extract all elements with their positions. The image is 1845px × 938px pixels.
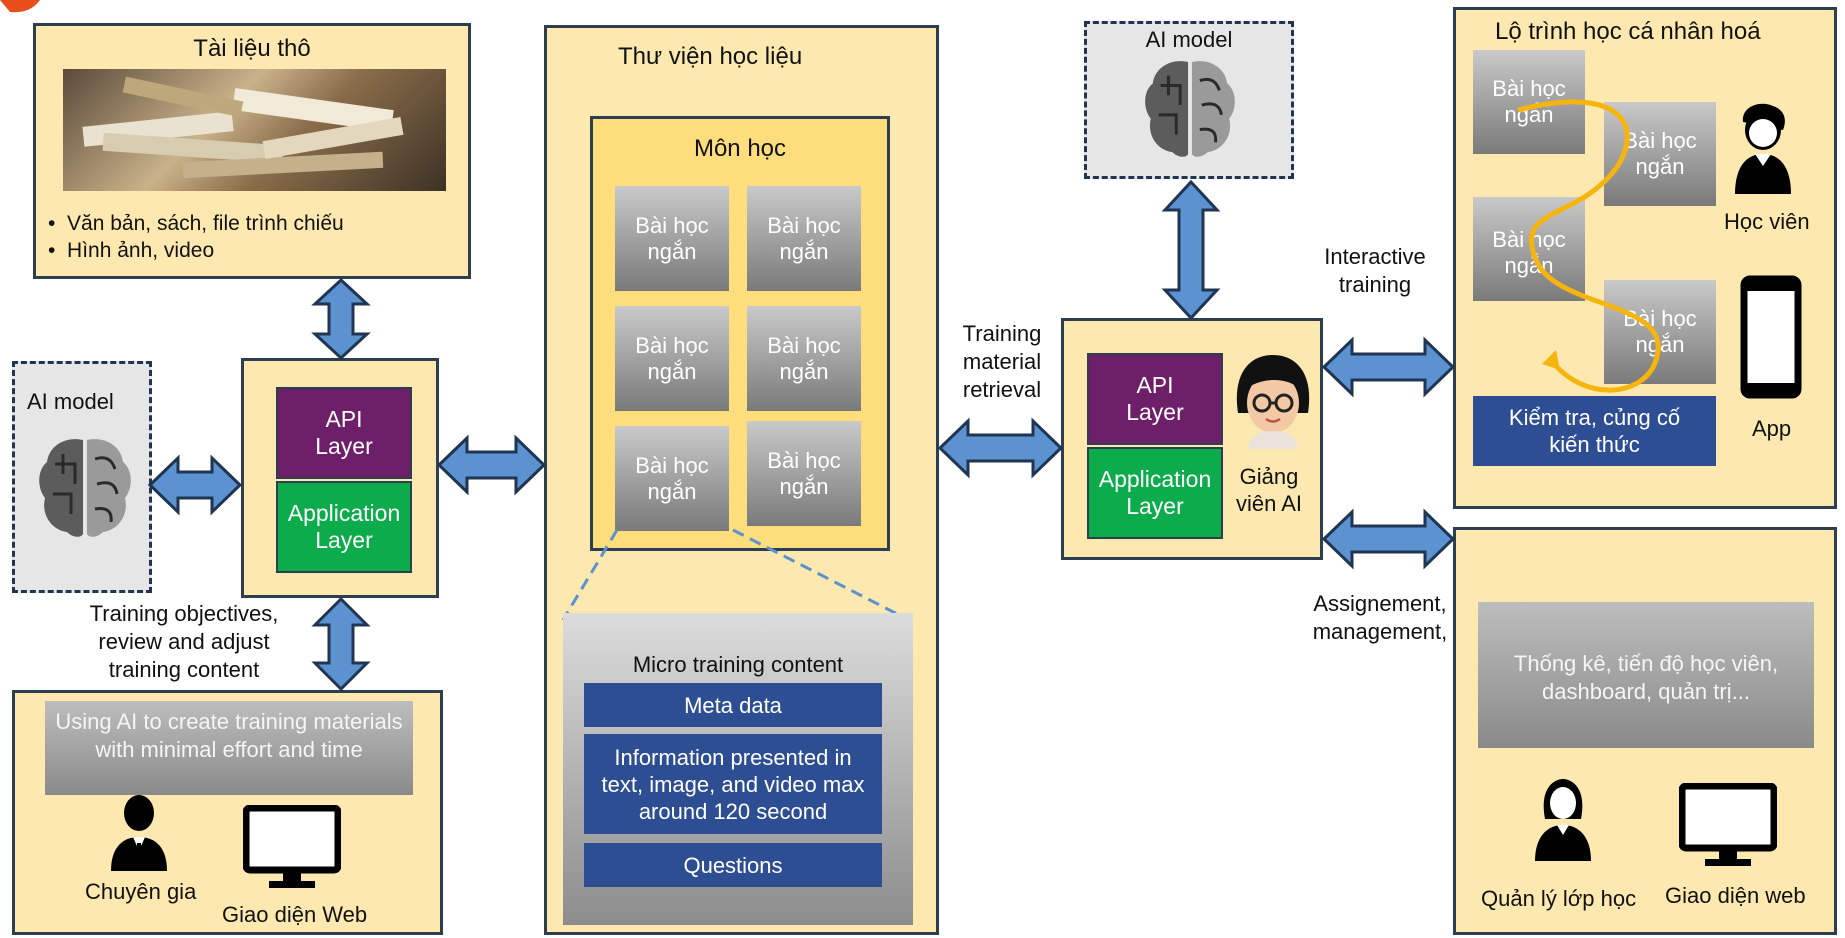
ai-model-left: AI model xyxy=(12,361,152,593)
manager-label: Quản lý lớp học xyxy=(1481,886,1637,911)
arrow-ai-teacher xyxy=(1161,179,1221,321)
lesson-tile: Bài học ngắn xyxy=(615,426,729,531)
path-title: Lộ trình học cá nhân hoá xyxy=(1495,18,1761,45)
training-objectives-caption: Training objectives, review and adjust t… xyxy=(89,601,279,682)
expert-label: Chuyên gia xyxy=(85,879,197,904)
api-layer-right: API Layer xyxy=(1087,353,1223,445)
retrieval-label: Training material retrieval xyxy=(962,321,1042,402)
arrow-teacher-admin xyxy=(1321,508,1456,570)
raw-docs-panel: Tài liệu thô • Văn bản, sách, file trình… xyxy=(33,23,471,279)
arrow-ai-layers xyxy=(147,454,243,516)
admin-panel: Thống kê, tiến độ học viên, dashboard, q… xyxy=(1453,527,1837,935)
application-layer-left: Application Layer xyxy=(276,481,412,573)
ai-model-left-label: AI model xyxy=(27,389,114,414)
check-box: Kiểm tra, củng cố kiến thức xyxy=(1473,396,1716,466)
logo-mark xyxy=(0,0,40,14)
web-label-right: Giao diện web xyxy=(1665,883,1806,908)
learning-path-panel: Lộ trình học cá nhân hoá Bài học ngắn Bà… xyxy=(1453,7,1837,509)
ai-model-top: AI model xyxy=(1084,21,1294,179)
questions-box: Questions xyxy=(584,843,882,887)
raw-docs-bullets: • Văn bản, sách, file trình chiếu • Hình… xyxy=(48,210,344,264)
arrow-teacher-path xyxy=(1321,336,1456,398)
lesson-tile: Bài học ngắn xyxy=(747,421,861,526)
subject-title: Môn học xyxy=(693,135,787,162)
bullet-item: • Hình ảnh, video xyxy=(48,239,215,262)
lesson-tile: Bài học ngắn xyxy=(615,306,729,411)
expert-gray-box xyxy=(45,701,413,795)
bullet-item: • Văn bản, sách, file trình chiếu xyxy=(48,212,344,235)
micro-content-box: Micro training content Meta data Informa… xyxy=(563,613,913,925)
documents-photo xyxy=(63,69,446,191)
ai-teacher-label: Giảng viên AI xyxy=(1235,464,1303,516)
admin-gray-box xyxy=(1478,602,1814,748)
phone-icon xyxy=(1740,275,1802,399)
learning-path-curve xyxy=(1517,99,1661,393)
student-label: Học viên xyxy=(1724,209,1810,234)
lesson-tile: Bài học ngắn xyxy=(747,306,861,411)
expert-panel: Using AI to create training materials wi… xyxy=(12,690,443,935)
application-layer-right: Application Layer xyxy=(1087,447,1223,539)
expert-gray-text: Using AI to create training materials wi… xyxy=(55,709,403,762)
arrow-layers-expert xyxy=(311,596,371,692)
brain-icon xyxy=(1141,56,1239,162)
interactive-label: Interactive training xyxy=(1324,244,1426,297)
info-box: Information presented in text, image, an… xyxy=(584,734,882,834)
app-label: App xyxy=(1752,416,1792,441)
avatar-icon xyxy=(1232,353,1314,449)
arrow-library-teacher xyxy=(937,417,1064,479)
zoom-dashed-lines xyxy=(561,528,910,622)
left-layers-box: API Layer Application Layer xyxy=(241,358,439,598)
monitor-icon xyxy=(243,805,341,891)
library-panel: Thư viện học liệu Môn học Bài học ngắn B… xyxy=(544,25,939,935)
meta-data-box: Meta data xyxy=(584,683,882,727)
library-title: Thư viện học liệu xyxy=(618,43,803,70)
raw-docs-title: Tài liệu thô xyxy=(193,35,311,62)
lesson-tile: Bài học ngắn xyxy=(615,186,729,291)
admin-gray-text: Thống kê, tiến độ học viên, dashboard, q… xyxy=(1513,651,1779,704)
web-label-left: Giao diện Web xyxy=(222,902,368,927)
micro-title: Micro training content xyxy=(632,652,844,677)
brain-icon xyxy=(35,434,135,542)
person-icon xyxy=(1731,100,1795,196)
arrow-layers-library xyxy=(436,434,547,496)
api-layer-left: API Layer xyxy=(276,387,412,479)
monitor-icon xyxy=(1679,783,1777,869)
subject-box: Môn học Bài học ngắn Bài học ngắn Bài họ… xyxy=(590,116,890,551)
path-lesson-tile: Bài học ngắn xyxy=(1473,197,1585,301)
lesson-tile: Bài học ngắn xyxy=(747,186,861,291)
ai-model-top-label: AI model xyxy=(1145,27,1233,52)
arrow-docs-layers xyxy=(311,277,371,361)
assignment-label: Assignement, management, xyxy=(1312,591,1448,644)
right-layers-box: API Layer Application Layer Giảng viên A… xyxy=(1061,318,1323,560)
person-icon xyxy=(1531,777,1595,863)
person-icon xyxy=(107,793,171,873)
